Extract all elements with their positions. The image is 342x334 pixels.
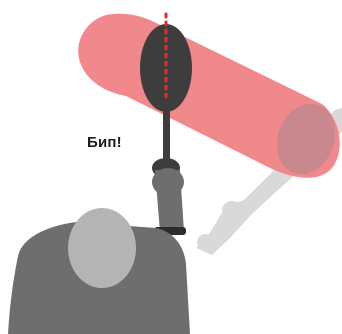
metal-detector-probe-icon bbox=[140, 12, 192, 178]
person-figure bbox=[8, 168, 190, 334]
detected-zone bbox=[78, 13, 340, 178]
beep-callout: Бип! bbox=[87, 134, 122, 151]
